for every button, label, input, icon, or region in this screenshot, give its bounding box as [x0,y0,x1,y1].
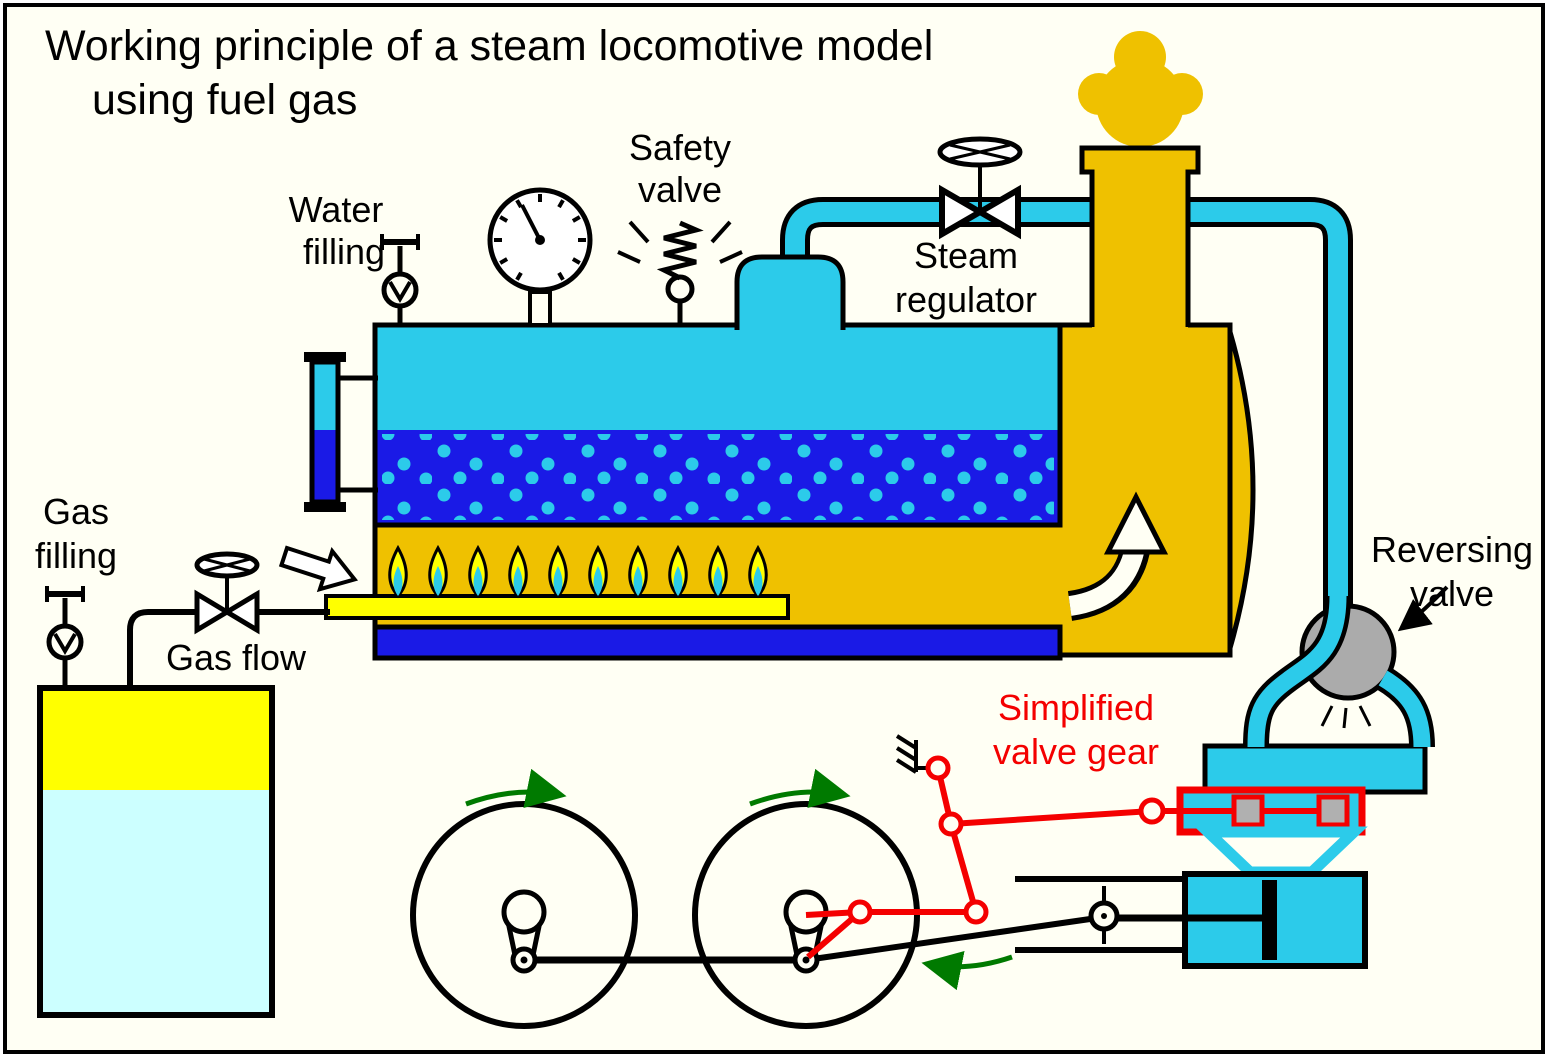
label-steam-regulator-line2: regulator [895,279,1037,320]
gas-tank-liquid [40,790,272,1015]
chimney [1079,145,1201,332]
slide-valve-right [1316,794,1350,828]
steam-pipe [780,197,1353,616]
rotation-arrow-left-wheel [465,768,567,809]
steam-regulator-valve [937,136,1023,240]
label-safety-valve-line2: valve [638,169,722,210]
gear-joint [1138,797,1166,825]
piston [1262,880,1277,960]
rotation-arrow-right-wheel [749,768,851,809]
smokebox-door-bulge [1227,331,1256,649]
valve-chest [1163,786,1366,836]
steam-dome [734,254,846,330]
boiler-steam-space [375,325,1060,430]
main-rod [805,914,1105,963]
driving-wheels [410,801,1120,1029]
gear-joint [925,755,951,781]
gas-valve [194,589,232,635]
gas-burner [324,546,790,620]
cylinder-assembly [1015,826,1368,969]
label-water-filling-line2: filling [303,231,385,272]
label-water-filling-line1: Water [289,189,384,230]
gear-joint [938,811,964,837]
label-gas-filling-line2: filling [35,535,117,576]
safety-valve-blowoff-marks [617,220,743,264]
reversing-valve-assembly [1202,595,1435,795]
label-reversing-valve-line1: Reversing [1371,529,1533,570]
label-gas-filling-line1: Gas [43,491,109,532]
axle-left [501,889,547,935]
gas-tank-vapor [40,688,272,790]
valve-gear [805,734,1166,960]
boiler-bottom-plate [372,624,1063,661]
water-gauge-glass [304,352,378,512]
exhaust-spray [1320,705,1372,729]
gas-flow-arrow [278,545,359,593]
steam-chest-manifold [1202,743,1428,795]
gear-joint [963,899,989,925]
label-valve-gear-line2: valve gear [993,731,1159,772]
safety-valve [617,220,743,325]
page-title-line1: Working principle of a steam locomotive … [45,22,933,70]
rod-motion-arrow [921,950,1013,991]
page-title-line2: using fuel gas [92,76,357,124]
boiler-bubbles [382,434,1054,520]
gear-anchor-hatch [895,734,930,774]
label-safety-valve-line1: Safety [629,127,731,168]
water-filling-valve [380,234,420,325]
hot-gas-flow-arrow [1067,491,1169,621]
gas-tank [37,685,275,1018]
gauge-needle [520,204,542,241]
safety-valve-spring [656,220,704,281]
reversing-valve-pointer-arrow [1397,585,1449,632]
rotation-arrows [465,768,1013,991]
pressure-gauge [487,187,593,327]
gear-joint [847,899,873,925]
smoke-puffs [1078,31,1203,147]
gas-filling-valve [45,586,85,690]
slide-valve-left [1231,794,1265,828]
boiler [372,322,1063,661]
label-gas-flow: Gas flow [166,637,307,678]
label-reversing-valve-line2: valve [1410,573,1494,614]
label-steam-regulator-line1: Steam [914,235,1018,276]
label-valve-gear-line1: Simplified [998,687,1154,728]
gas-pipe [127,551,330,690]
